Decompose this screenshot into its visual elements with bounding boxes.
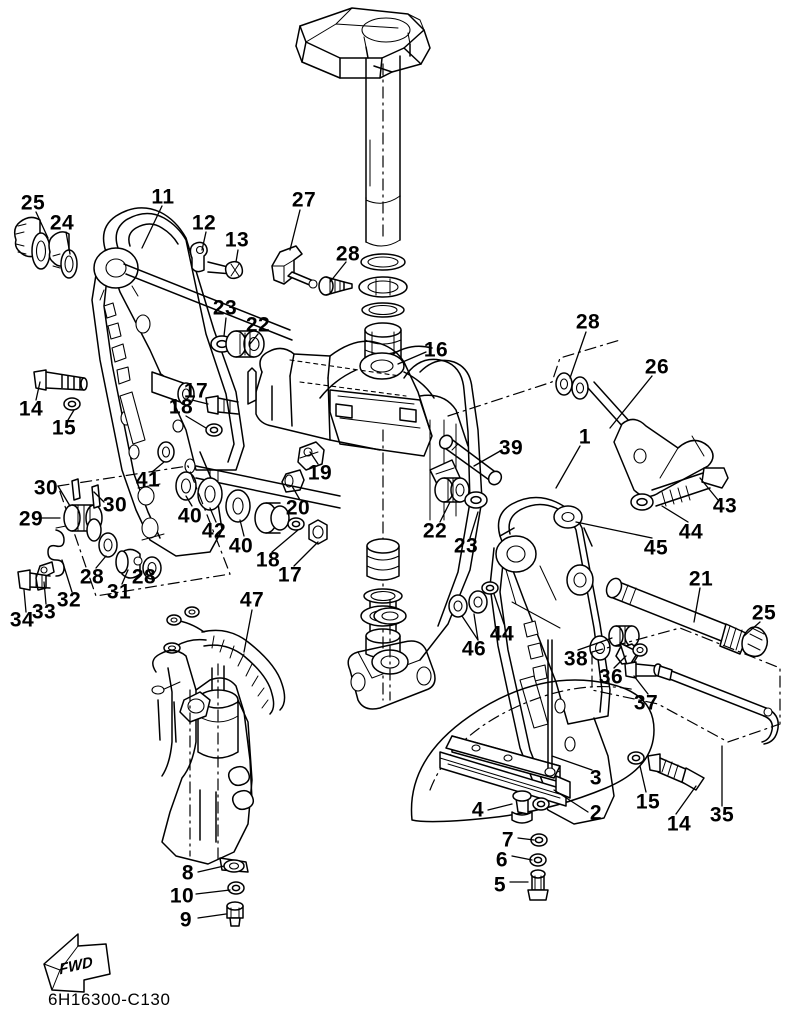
- callout-number: 47: [239, 588, 265, 612]
- callout-number: 28: [131, 565, 157, 589]
- callout-number: 39: [498, 436, 524, 460]
- callout-number: 41: [135, 468, 161, 492]
- callout-number: 9: [179, 908, 193, 932]
- callout-number: 14: [666, 812, 692, 836]
- callout-number: 19: [307, 461, 333, 485]
- callout-number: 38: [563, 647, 589, 671]
- part-28-screw-top: [318, 276, 353, 296]
- fwd-arrow-marker: [43, 933, 111, 993]
- rod-hardware-stack: [358, 253, 408, 367]
- part-47-hose: [163, 606, 286, 715]
- left-clamp-bracket-11: [91, 207, 293, 557]
- callout-number: 25: [751, 601, 777, 625]
- callout-number: 28: [575, 310, 601, 334]
- part-27-clip: [271, 245, 318, 289]
- callout-number: 42: [201, 519, 227, 543]
- callout-number: 2: [589, 801, 603, 825]
- callout-number: 15: [635, 790, 661, 814]
- lower-left-hardware: [17, 465, 231, 597]
- part-39-pin: [438, 434, 503, 486]
- parts-17-18-upper: [205, 395, 239, 437]
- callout-number: 30: [33, 476, 59, 500]
- diagram-code-label: 6H16300-C130: [48, 990, 171, 1009]
- callout-number: 44: [678, 520, 704, 544]
- callout-number: 25: [20, 191, 46, 215]
- part-26-link-rod: [447, 339, 714, 498]
- callout-number: 15: [51, 416, 77, 440]
- callout-number: 6: [495, 848, 509, 872]
- callout-number: 11: [151, 185, 175, 209]
- callout-number: 33: [31, 600, 57, 624]
- callout-number: 12: [191, 211, 217, 235]
- callout-number: 31: [106, 580, 132, 604]
- callout-number: 36: [598, 665, 624, 689]
- lower-plate-assembly: [410, 639, 705, 901]
- callout-number: 37: [633, 691, 659, 715]
- parts-17-18-mid: [287, 517, 328, 545]
- callout-number: 45: [643, 536, 669, 560]
- tilt-rod: [365, 55, 401, 247]
- callout-number: 13: [224, 228, 250, 252]
- callout-number: 21: [688, 567, 714, 591]
- callout-number: 24: [49, 211, 75, 235]
- callout-number: 27: [291, 188, 317, 212]
- callout-number: 32: [56, 588, 82, 612]
- leader-lines: [23, 205, 761, 919]
- ram-end-block: [347, 599, 436, 710]
- hydraulic-tilt-cylinder: [151, 649, 255, 927]
- callout-number: 16: [423, 338, 449, 362]
- callout-number: 26: [644, 355, 670, 379]
- callout-number: 35: [709, 803, 735, 827]
- callout-number: 20: [285, 496, 311, 520]
- callout-number: 7: [501, 828, 515, 852]
- callout-number: 34: [9, 608, 35, 632]
- part-41: [157, 441, 175, 463]
- callout-number: 18: [168, 395, 194, 419]
- callout-number: 14: [18, 397, 44, 421]
- parts-38-36-37: [591, 625, 781, 745]
- callout-number: 29: [18, 507, 44, 531]
- callout-number: 5: [493, 873, 507, 897]
- callout-number: 1: [578, 425, 592, 449]
- callout-number: 43: [712, 494, 738, 518]
- callout-number: 17: [277, 563, 303, 587]
- callout-number: 18: [255, 548, 281, 572]
- part-14-15-bolt-washer: [33, 369, 88, 411]
- parts-40-42-40: [175, 471, 290, 534]
- callout-number: 3: [589, 766, 603, 790]
- tilt-handle-assembly: [295, 7, 431, 79]
- parts-43-44-45: [553, 467, 729, 529]
- callout-number: 28: [79, 565, 105, 589]
- callout-number: 40: [177, 504, 203, 528]
- part-22-23-right: [434, 477, 488, 509]
- callout-number: 10: [169, 884, 195, 908]
- callout-number: 17: [183, 379, 209, 403]
- callout-number: 4: [471, 798, 485, 822]
- callout-number: 46: [461, 637, 487, 661]
- callout-number: 28: [335, 242, 361, 266]
- callout-number: 44: [489, 622, 515, 646]
- callout-number: 23: [212, 296, 238, 320]
- callout-number: 23: [453, 534, 479, 558]
- callout-number: 22: [245, 313, 271, 337]
- callout-number: 22: [422, 519, 448, 543]
- callout-number: 40: [228, 534, 254, 558]
- callout-number: 30: [102, 493, 128, 517]
- callout-number: 8: [181, 861, 195, 885]
- part-25-24-nuts: [13, 216, 78, 279]
- parts-46-44-washers: [448, 581, 499, 618]
- right-clamp-bracket-1: [489, 496, 615, 825]
